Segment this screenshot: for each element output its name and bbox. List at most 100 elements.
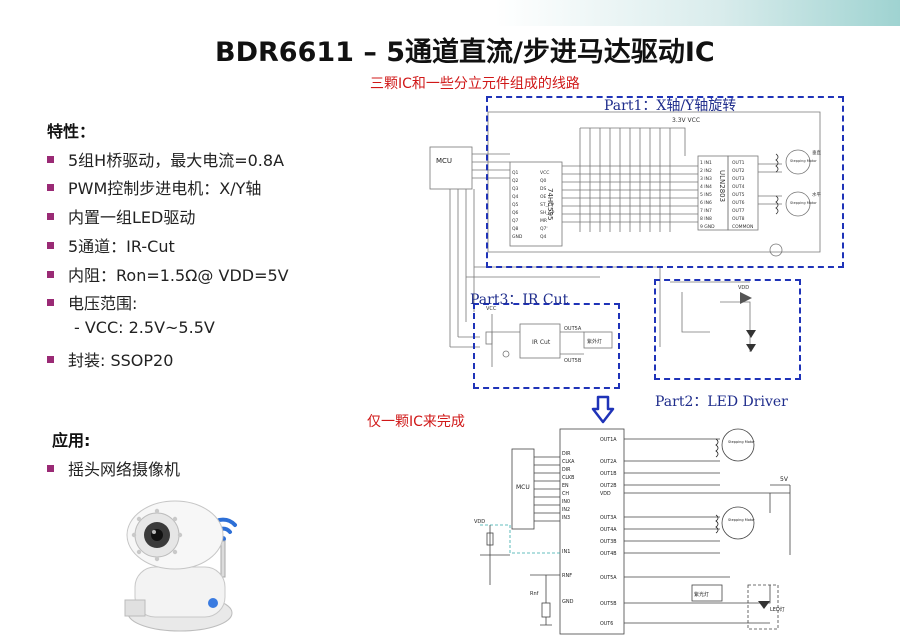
pin-label: Q7' — [540, 226, 548, 232]
ircut-vcc-label: VCC — [486, 306, 497, 312]
pin-label: Q4 — [540, 234, 547, 240]
pin-label: OUT1A — [600, 437, 617, 443]
led-vdd-label: VDD — [738, 285, 749, 291]
pin-label: VDD — [600, 491, 611, 497]
annotation-three-ic: 三颗IC和一些分立元件组成的线路 — [370, 76, 580, 92]
bottom-mcu-label: MCU — [516, 484, 530, 491]
motor-label: Stepping Motor — [728, 518, 755, 522]
chip2-label: ULN2803 — [718, 170, 726, 202]
feature-item: 内阻：Ron=1.5Ω@ VDD=5V — [47, 262, 289, 286]
pin-label: Q8 — [512, 226, 519, 232]
pin-label: 1 IN1 — [700, 160, 712, 166]
pin-label: OUT3B — [600, 539, 617, 545]
feature-item: 5通道：IR-Cut — [47, 233, 175, 257]
pin-label: 7 IN7 — [700, 208, 712, 214]
pin-label: DIR — [562, 467, 571, 473]
pin-label: OUT2 — [732, 168, 745, 174]
pin-label: Q0 — [540, 178, 547, 184]
part1-label: Part1：X轴/Y轴旋转 — [604, 98, 737, 114]
pin-label: OUT8 — [732, 216, 745, 222]
pin-label: IN3 — [562, 515, 570, 521]
pin-label: OUT6 — [732, 200, 745, 206]
pin-label: Q3 — [512, 186, 519, 192]
pin-label: OUT5 — [732, 192, 745, 198]
pin-label: Q5 — [512, 202, 519, 208]
vcc-label: 3.3V VCC — [672, 117, 700, 124]
header-band — [0, 0, 900, 26]
schematic-one-ic: MCU VDD IN1 RNF GND Rnf 5V 紫光灯 LED灯 Step… — [474, 428, 791, 635]
feature-item: 封装: SSOP20 — [47, 347, 173, 371]
pin-label: 3 IN3 — [700, 176, 712, 182]
gnd-label: GND — [562, 599, 574, 605]
pin-label: 9 GND — [700, 224, 715, 230]
pin-label: SH_CP — [540, 210, 555, 216]
chip1-label: 74HC595 — [546, 188, 554, 220]
pin-label: IN0 — [562, 499, 570, 505]
pin-label: MR — [540, 218, 547, 224]
pin-label: CLKA — [562, 459, 575, 465]
led-label: LED灯 — [770, 606, 785, 613]
pin-label: OUT5A — [600, 575, 617, 581]
part2-label: Part2：LED Driver — [655, 394, 788, 410]
pin-label: OUT4 — [732, 184, 745, 190]
pin-label: 5 IN5 — [700, 192, 712, 198]
pin-label: 6 IN6 — [700, 200, 712, 206]
pin-label: 8 IN8 — [700, 216, 712, 222]
pin-label: Q2 — [512, 178, 519, 184]
motor-label: Stepping Motor — [728, 440, 755, 444]
pin-label: 2 IN2 — [700, 168, 712, 174]
pin-label: OUT4A — [600, 527, 617, 533]
pin-label: CH — [562, 491, 569, 497]
pin-label: OUT4B — [600, 551, 617, 557]
pin-label: OUT3A — [600, 515, 617, 521]
pin-label: IN2 — [562, 507, 570, 513]
part3-frame — [473, 303, 620, 389]
feature-item: PWM控制步进电机：X/Y轴 — [47, 175, 261, 199]
pin-label: 4 IN4 — [700, 184, 712, 190]
pin-label: OUT6 — [600, 621, 613, 627]
feature-item: 电压范围: — [47, 290, 137, 314]
pin-label: Q7 — [512, 218, 519, 224]
pin-label: OUT7 — [732, 208, 745, 214]
part2-frame — [654, 279, 801, 380]
part3-label: Part3：IR Cut — [470, 292, 569, 308]
annotation-one-ic: 仅一颗IC来完成 — [367, 414, 465, 430]
camera-illustration — [124, 500, 237, 632]
motor-label: Stepping Motor — [790, 159, 817, 163]
mcu-block — [429, 146, 473, 190]
schematic-three-ic: MCU 74HC595 ULN2803 3.3V VCC IR Cut VCC … — [429, 111, 821, 367]
pin-label: OUT2B — [600, 483, 617, 489]
arrow-down-icon — [591, 395, 615, 424]
pin-label: Q6 — [512, 210, 519, 216]
applications-heading: 应用: — [52, 431, 91, 450]
ircut-box-label: IR Cut — [532, 339, 551, 346]
page-title: BDR6611 – 5通道直流/步进马达驱动IC — [215, 37, 715, 68]
features-heading: 特性： — [47, 122, 96, 141]
pin-label: ST_CP — [540, 202, 554, 208]
application-item: 摇头网络摄像机 — [47, 456, 180, 480]
lamp-label: 紫光灯 — [694, 591, 709, 598]
rnf-label: RNF — [562, 573, 572, 579]
rnf-res-label: Rnf — [530, 591, 539, 597]
bdr6611-chip — [559, 428, 625, 635]
pin-label: EN — [562, 483, 569, 489]
pin-label: COMMON — [732, 224, 753, 230]
ircut-outa-label: OUT5A — [564, 326, 582, 332]
vdd-label: VDD — [474, 519, 485, 525]
pin-label: OUT1 — [732, 160, 745, 166]
feature-item: 5组H桥驱动，最大电流=0.8A — [47, 147, 284, 171]
pin-label: OUT5B — [600, 601, 617, 607]
motor-tag: 水平 — [812, 191, 821, 198]
chip-74hc595 — [509, 161, 563, 247]
pin-label: OUT2A — [600, 459, 617, 465]
motor-tag: 垂直 — [812, 149, 821, 156]
feature-item: 内置一组LED驱动 — [47, 204, 195, 228]
pin-label: Q1 — [512, 170, 519, 176]
vdd-net-label: 5V — [780, 476, 789, 483]
ircut-outb-label: OUT5B — [564, 358, 582, 364]
ircut-lamp-label: 紫外灯 — [587, 338, 602, 345]
pin-label: VCC — [540, 170, 549, 176]
in1-label: IN1 — [562, 549, 570, 555]
pin-label: DIR — [562, 451, 571, 457]
pin-label: CLKB — [562, 475, 574, 481]
